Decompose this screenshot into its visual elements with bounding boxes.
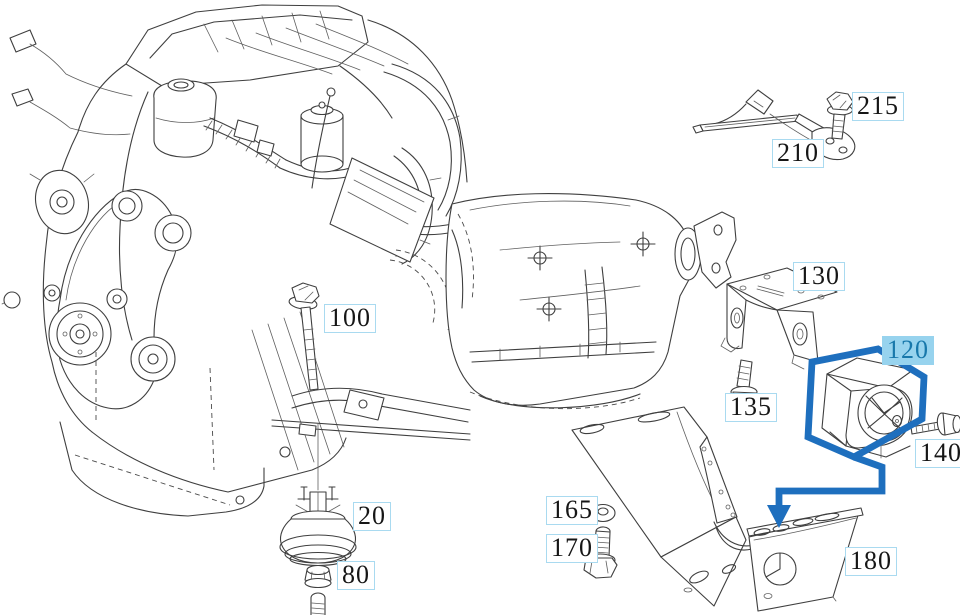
part-label-170[interactable]: 170 xyxy=(546,534,598,563)
part-130-mount-bracket[interactable] xyxy=(720,267,838,370)
part-label-215[interactable]: 215 xyxy=(852,92,904,121)
part-140-bolt[interactable] xyxy=(910,412,960,436)
part-label-180[interactable]: 180 xyxy=(845,547,897,576)
engine-illustration xyxy=(1,4,471,517)
callout-arrow-icon xyxy=(767,505,791,528)
highlight-callout xyxy=(767,345,928,528)
part-180-crossmember[interactable] xyxy=(571,406,864,612)
part-80-nut[interactable] xyxy=(304,564,332,615)
part-20-engine-mount[interactable] xyxy=(279,423,357,567)
part-label-100[interactable]: 100 xyxy=(324,304,376,333)
part-label-130[interactable]: 130 xyxy=(793,262,845,291)
part-label-165[interactable]: 165 xyxy=(546,496,598,525)
part-label-210[interactable]: 210 xyxy=(772,139,824,168)
part-label-140[interactable]: 140 xyxy=(915,439,960,468)
callout-connector-line xyxy=(775,453,886,512)
highlight-hexagon xyxy=(804,345,928,461)
part-120-transmission-mount[interactable] xyxy=(821,357,914,459)
part-215-bolt[interactable] xyxy=(826,91,854,140)
part-label-135[interactable]: 135 xyxy=(725,393,777,422)
part-100-bolt[interactable] xyxy=(288,282,320,391)
transmission-illustration xyxy=(445,193,737,410)
part-label-120-selected[interactable]: 120 xyxy=(882,336,934,365)
part-label-20[interactable]: 20 xyxy=(353,502,391,531)
part-label-80[interactable]: 80 xyxy=(337,561,375,590)
